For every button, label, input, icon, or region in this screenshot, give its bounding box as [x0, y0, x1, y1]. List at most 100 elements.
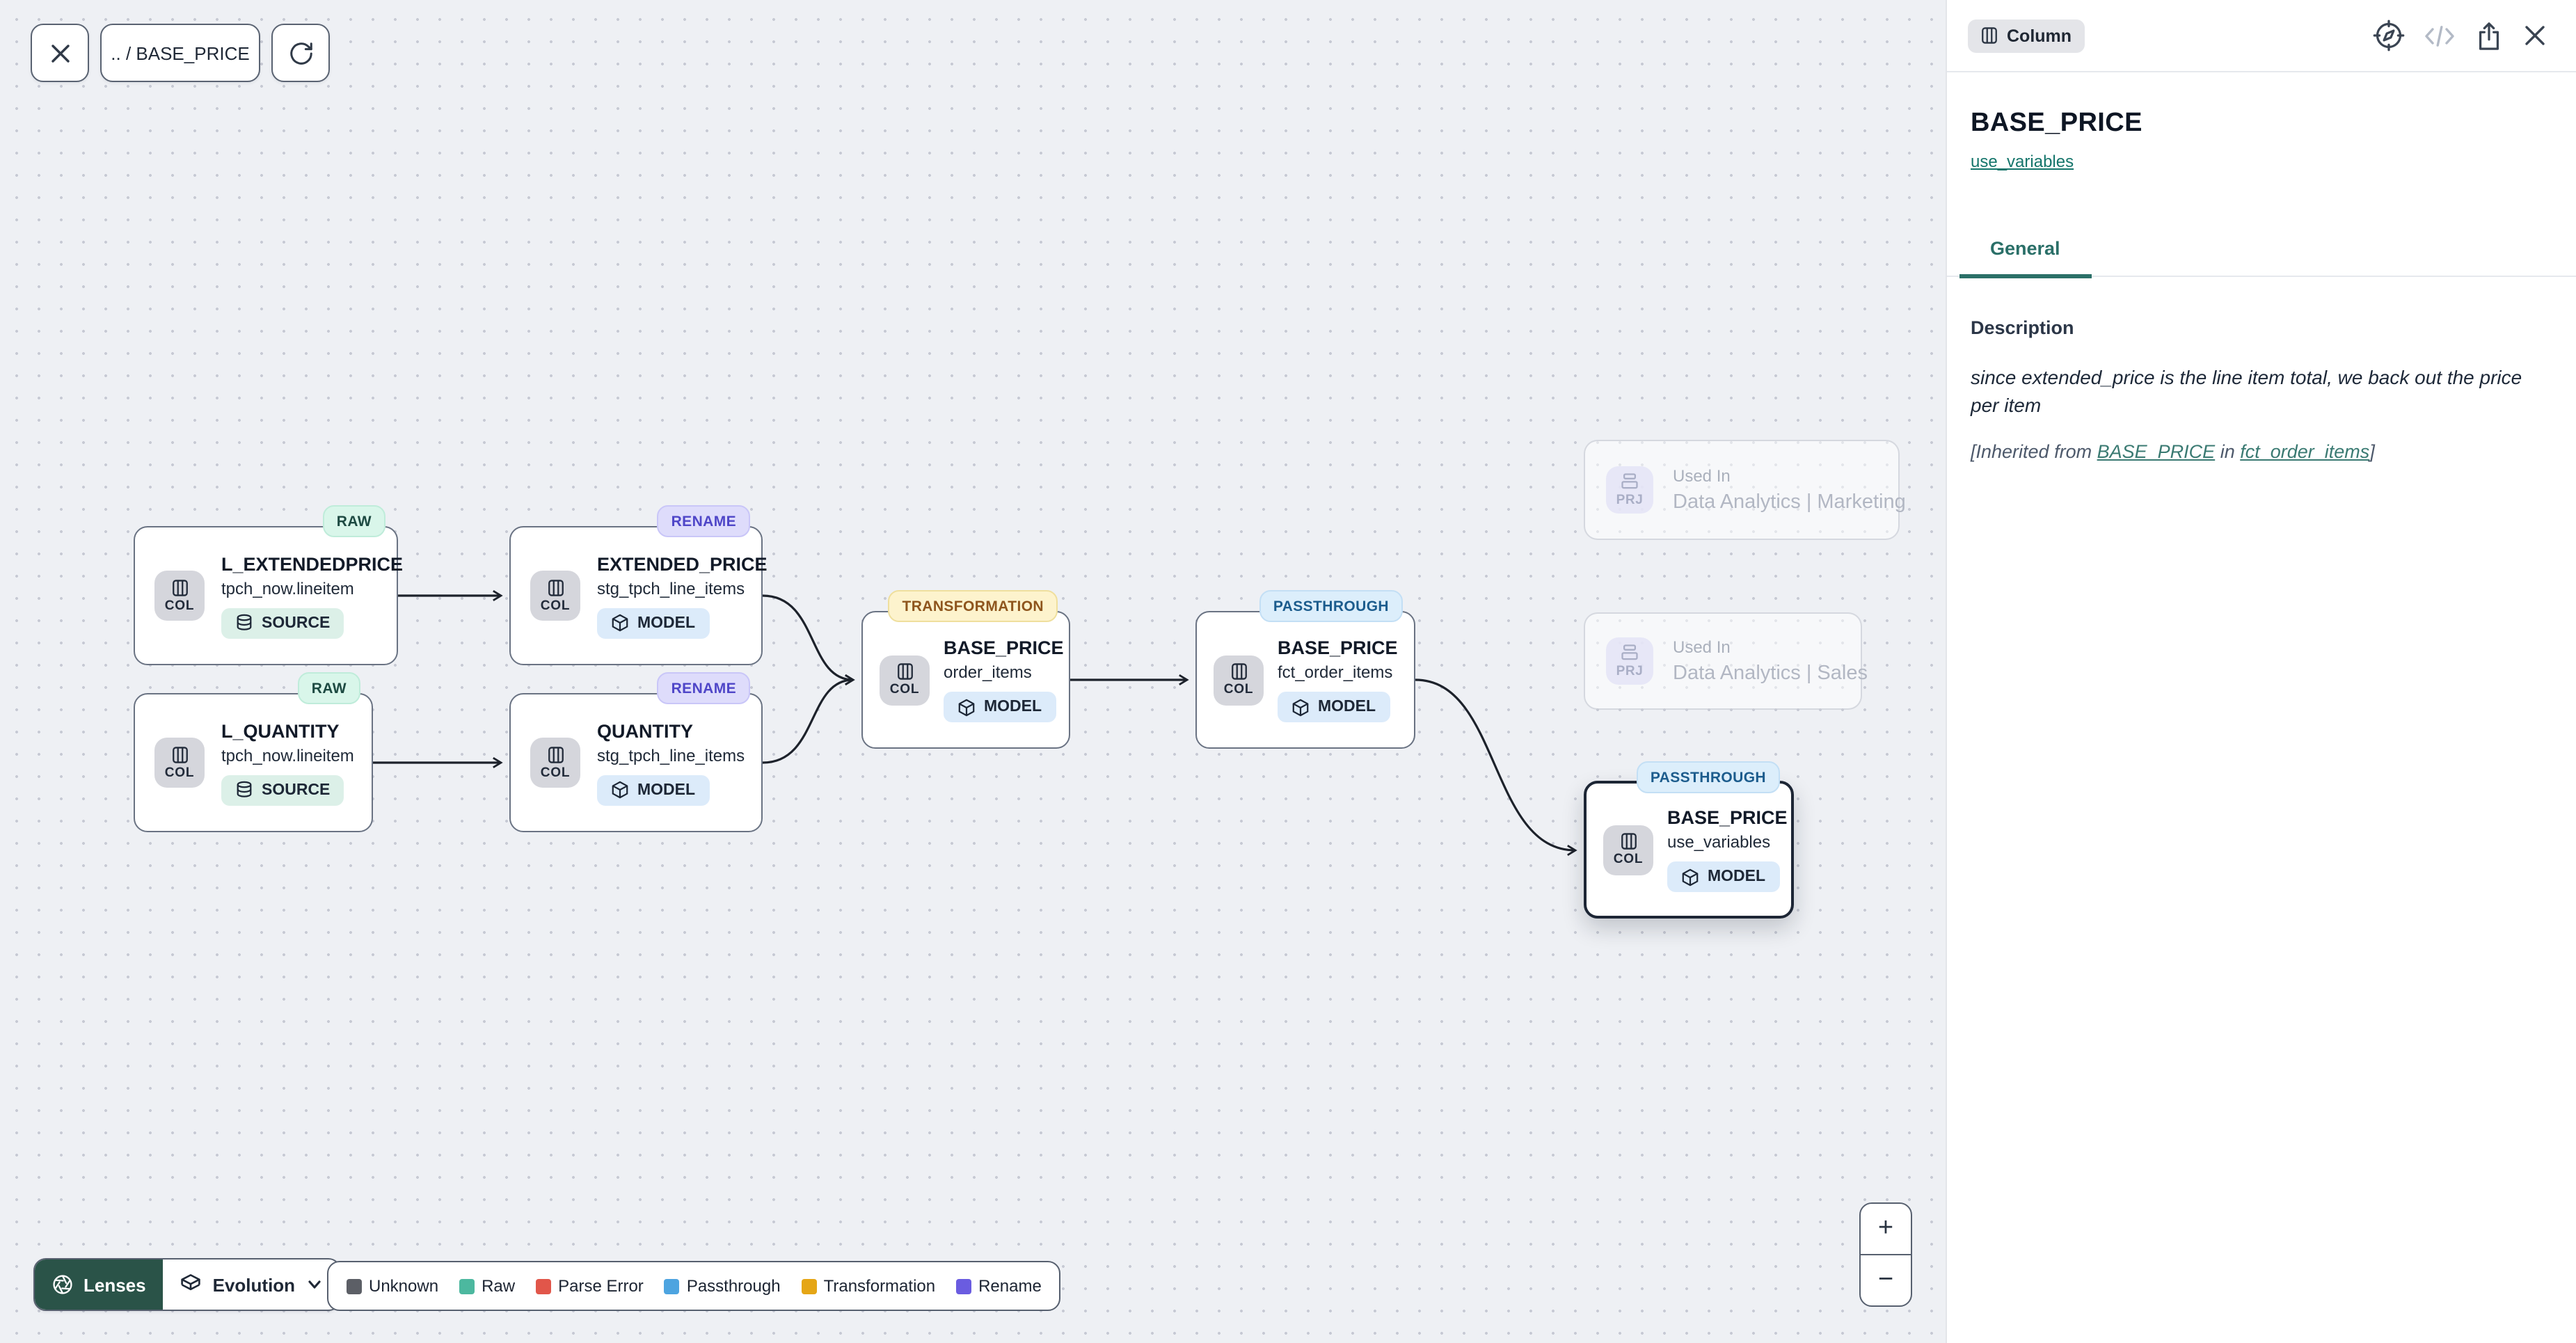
used-in-info: Used In Data Analytics | Sales [1673, 637, 1868, 685]
lens-badge: PASSTHROUGH [1259, 590, 1403, 622]
column-type-chip: COL [880, 655, 930, 705]
columns-icon [548, 579, 563, 596]
node-subtitle: order_items [944, 662, 1032, 682]
stack-icon [1621, 644, 1638, 660]
legend-swatch [459, 1278, 475, 1294]
node-info: L_EXTENDEDPRICE tpch_now.lineitem SOURCE [221, 553, 403, 638]
lens-badge: TRANSFORMATION [888, 590, 1058, 622]
node-title: BASE_PRICE [1278, 637, 1398, 658]
model-link[interactable]: use_variables [1971, 152, 2074, 171]
node-body: COL L_QUANTITY tpch_now.lineitem SOURCE [135, 694, 372, 831]
node-subtitle: stg_tpch_line_items [597, 745, 745, 765]
cube-icon [1292, 698, 1309, 716]
share-button[interactable] [2474, 20, 2504, 51]
legend-swatch [801, 1278, 817, 1294]
node-type-pill: MODEL [1667, 861, 1780, 892]
node-type-pill: MODEL [944, 692, 1056, 722]
chip-label: COL [889, 682, 920, 697]
node-type-label: SOURCE [262, 614, 331, 631]
cube-icon [612, 781, 628, 799]
database-icon [237, 781, 252, 797]
legend-item: Passthrough [664, 1276, 781, 1296]
node-body: COL BASE_PRICE order_items MODEL [863, 612, 1069, 747]
panel-tabs: General [1947, 237, 2576, 278]
close-panel-button[interactable] [2522, 22, 2548, 49]
panel-body: BASE_PRICE use_variables General Descrip… [1947, 109, 2576, 461]
node-extended-price[interactable]: RENAME COL EXTENDED_PRICE stg_tpch_line_… [509, 505, 768, 665]
node-info: BASE_PRICE fct_order_items MODEL [1278, 637, 1398, 722]
inherited-infix: in [2215, 440, 2241, 462]
code-icon [2425, 25, 2454, 46]
lens-selector[interactable]: Evolution [163, 1259, 340, 1310]
zoom-controls: + − [1859, 1202, 1912, 1307]
node-l-extendedprice[interactable]: RAW COL L_EXTENDEDPRICE tpch_now.lineite… [134, 505, 403, 665]
lineage-canvas[interactable]: .. / BASE_PRICE RAW COL L_EXTENDEDPRICE … [0, 0, 1946, 1343]
columns-icon [172, 746, 187, 763]
node-info: EXTENDED_PRICE stg_tpch_line_items MODEL [597, 553, 768, 638]
node-type-label: MODEL [1708, 868, 1766, 885]
refresh-icon [289, 42, 312, 64]
close-lineage-button[interactable] [31, 24, 89, 82]
entity-type-chip: Column [1968, 19, 2085, 52]
legend-label: Parse Error [558, 1276, 644, 1296]
legend-label: Raw [482, 1276, 516, 1296]
legend-item: Unknown [347, 1276, 438, 1296]
zoom-out-label: − [1877, 1265, 1894, 1294]
node-title: L_EXTENDEDPRICE [221, 553, 404, 574]
node-type-label: MODEL [1318, 699, 1376, 715]
chip-label: COL [540, 765, 571, 780]
node-title: BASE_PRICE [1667, 807, 1788, 828]
chip-label: COL [1613, 852, 1644, 867]
inherited-column-link[interactable]: BASE_PRICE [2097, 440, 2216, 462]
node-info: BASE_PRICE use_variables MODEL [1667, 807, 1788, 892]
node-title: QUANTITY [597, 720, 693, 741]
breadcrumb[interactable]: .. / BASE_PRICE [100, 24, 260, 82]
lens-legend: Unknown Raw Parse Error Passthrough Tran… [327, 1261, 1061, 1311]
lens-badge: PASSTHROUGH [1636, 761, 1780, 793]
node-body: COL QUANTITY stg_tpch_line_items MODEL [511, 694, 761, 831]
chevron-down-icon [308, 1280, 321, 1289]
zoom-out-button[interactable]: − [1861, 1255, 1911, 1305]
lens-badge: RENAME [657, 672, 750, 704]
legend-label: Transformation [823, 1276, 936, 1296]
node-base-price-use-variables[interactable]: PASSTHROUGH COL BASE_PRICE use_variables… [1584, 761, 1794, 919]
node-subtitle: stg_tpch_line_items [597, 578, 745, 598]
refresh-button[interactable] [271, 24, 330, 82]
panel-actions [2373, 19, 2548, 51]
panel-title: BASE_PRICE [1971, 109, 2142, 138]
close-icon [51, 44, 69, 62]
zoom-in-button[interactable]: + [1861, 1204, 1911, 1255]
columns-icon [172, 579, 187, 596]
node-base-price-fct-order-items[interactable]: PASSTHROUGH COL BASE_PRICE fct_order_ite… [1195, 590, 1415, 749]
node-type-pill: SOURCE [221, 774, 344, 805]
explore-button[interactable] [2373, 19, 2405, 51]
column-type-chip: COL [154, 738, 205, 788]
node-quantity[interactable]: RENAME COL QUANTITY stg_tpch_line_items … [509, 672, 763, 832]
node-subtitle: use_variables [1667, 832, 1771, 852]
node-type-pill: MODEL [1278, 692, 1390, 722]
lenses-button[interactable]: Lenses [35, 1259, 163, 1310]
description-heading: Description [1971, 317, 2074, 338]
chip-label: PRJ [1616, 664, 1644, 679]
tab-general[interactable]: General [1959, 238, 2092, 278]
legend-swatch [664, 1278, 680, 1294]
description-body: since extended_price is the line item to… [1971, 366, 2522, 417]
inherited-model-link[interactable]: fct_order_items [2240, 440, 2370, 462]
legend-label: Unknown [369, 1276, 439, 1296]
node-subtitle: tpch_now.lineitem [221, 578, 354, 598]
used-in-card-sales[interactable]: PRJ Used In Data Analytics | Sales [1584, 612, 1868, 710]
node-l-quantity[interactable]: RAW COL L_QUANTITY tpch_now.lineitem SOU… [134, 672, 373, 832]
lens-badge: RAW [297, 672, 360, 704]
layers-icon [180, 1274, 200, 1291]
compass-icon [2373, 19, 2405, 51]
code-view-button[interactable] [2423, 22, 2456, 49]
legend-item: Transformation [801, 1276, 936, 1296]
legend-item: Raw [459, 1276, 515, 1296]
legend-swatch [536, 1278, 552, 1294]
cube-icon [1682, 868, 1699, 886]
node-base-price-order-items[interactable]: TRANSFORMATION COL BASE_PRICE order_item… [861, 590, 1070, 749]
used-in-card-marketing[interactable]: PRJ Used In Data Analytics | Marketing [1584, 440, 1906, 540]
lens-badge: RAW [322, 505, 385, 537]
used-in-label: Used In [1673, 466, 1731, 486]
